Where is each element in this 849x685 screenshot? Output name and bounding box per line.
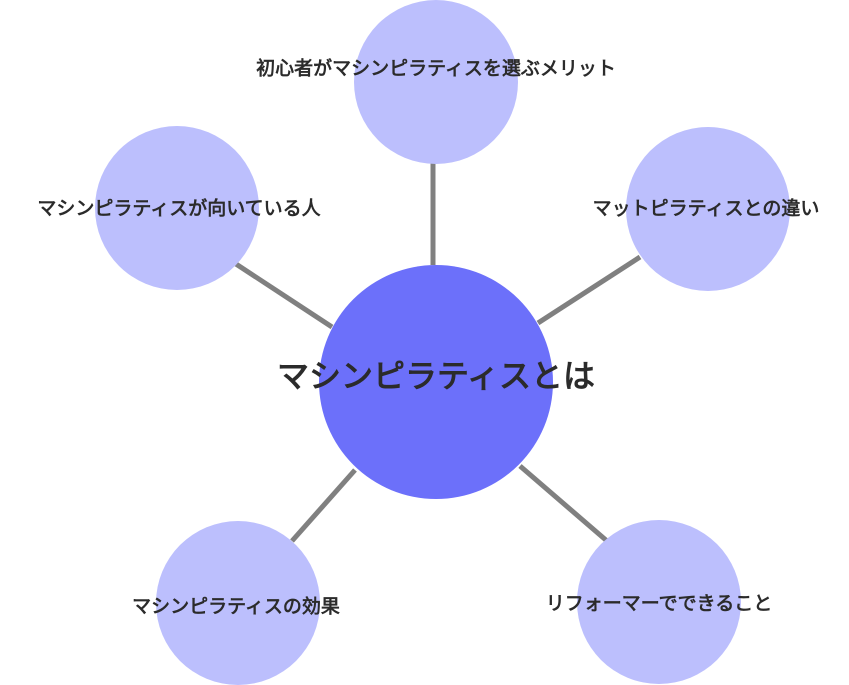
label-suitable-people: マシンピラティスが向いている人: [37, 197, 321, 220]
node-mat-difference[interactable]: [626, 127, 790, 291]
node-beginner-merits[interactable]: [354, 0, 518, 164]
label-beginner-merits: 初心者がマシンピラティスを選ぶメリット: [256, 57, 616, 80]
edge-mat-difference: [536, 254, 642, 326]
edge-reformer: [518, 464, 609, 543]
edge-effects: [290, 468, 357, 543]
node-center[interactable]: [319, 265, 553, 499]
label-center: マシンピラティスとは: [276, 357, 596, 395]
node-effects[interactable]: [156, 521, 320, 685]
label-effects: マシンピラティスの効果: [132, 595, 340, 618]
edge-suitable-people: [234, 261, 334, 330]
label-mat-difference: マットピラティスとの違い: [592, 197, 820, 220]
label-reformer: リフォーマーでできること: [545, 592, 773, 615]
node-reformer[interactable]: [577, 520, 741, 684]
node-suitable-people[interactable]: [95, 126, 259, 290]
